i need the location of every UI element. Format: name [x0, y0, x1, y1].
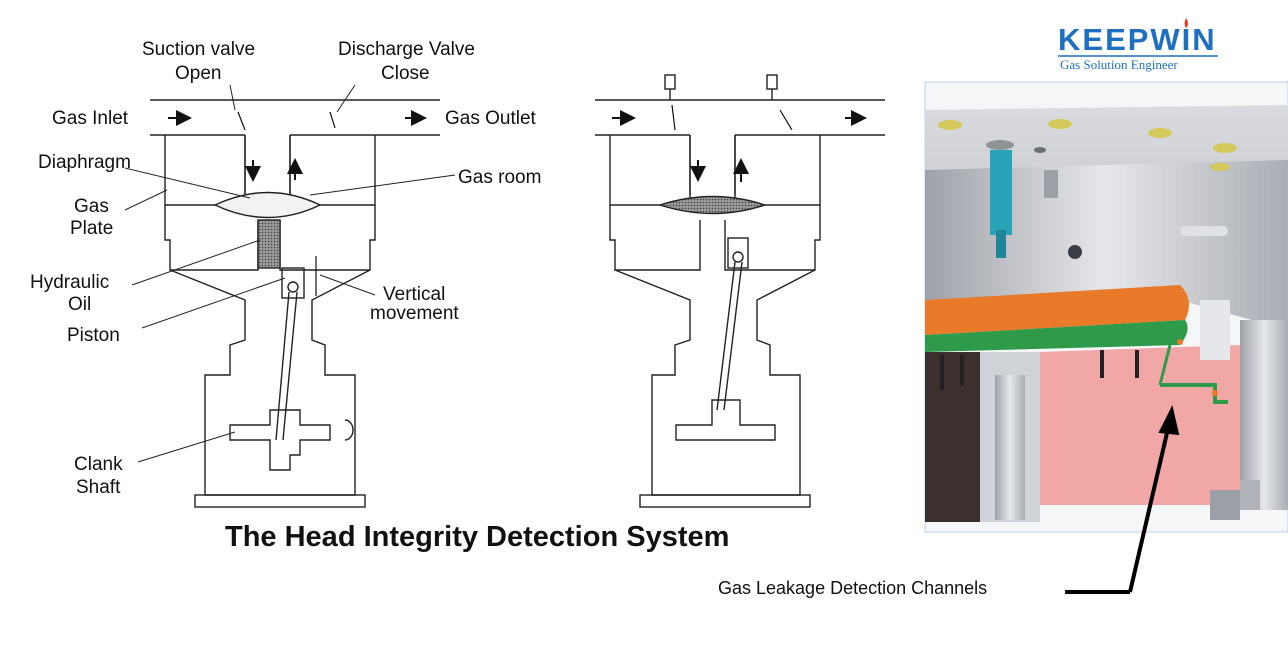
- left-labels: Suction valve Open Discharge Valve Close…: [30, 39, 541, 498]
- label-vertical-movement-1: Vertical: [383, 284, 445, 305]
- label-diaphragm: Diaphragm: [38, 152, 131, 173]
- label-hydraulic-oil-1: Hydraulic: [30, 272, 109, 293]
- label-gas-room: Gas room: [458, 167, 541, 188]
- label-gas-plate-2: Plate: [70, 218, 113, 239]
- label-gas-leakage: Gas Leakage Detection Channels: [718, 578, 987, 598]
- label-suction-valve: Suction valve: [142, 39, 255, 60]
- brand-logo: KEEPWIN Gas Solution Engineer: [1058, 18, 1218, 72]
- label-gas-inlet: Gas Inlet: [52, 108, 129, 129]
- label-suction-open: Open: [175, 63, 221, 84]
- label-discharge-valve: Discharge Valve: [338, 39, 475, 60]
- leakage-callout-arrow: [1065, 405, 1180, 594]
- label-discharge-close: Close: [381, 63, 430, 84]
- label-clank-shaft-1: Clank: [74, 454, 123, 475]
- brand-tagline: Gas Solution Engineer: [1060, 57, 1178, 72]
- left-compressor-drawing: [150, 99, 440, 508]
- label-vertical-movement-2: movement: [370, 303, 459, 324]
- diagram-title: The Head Integrity Detection System: [225, 521, 729, 553]
- label-gas-plate-1: Gas: [74, 196, 109, 217]
- middle-flow-arrows: [612, 104, 867, 182]
- label-piston: Piston: [67, 325, 120, 346]
- left-flow-arrows: [168, 110, 427, 296]
- label-hydraulic-oil-2: Oil: [68, 294, 91, 315]
- flame-icon: [1184, 18, 1188, 28]
- leader-lines: [124, 84, 456, 463]
- middle-compressor-drawing: [595, 74, 885, 508]
- label-gas-outlet: Gas Outlet: [445, 108, 537, 129]
- brand-name: KEEPWIN: [1058, 22, 1217, 57]
- cutaway-image: [924, 81, 1288, 533]
- label-clank-shaft-2: Shaft: [76, 477, 121, 498]
